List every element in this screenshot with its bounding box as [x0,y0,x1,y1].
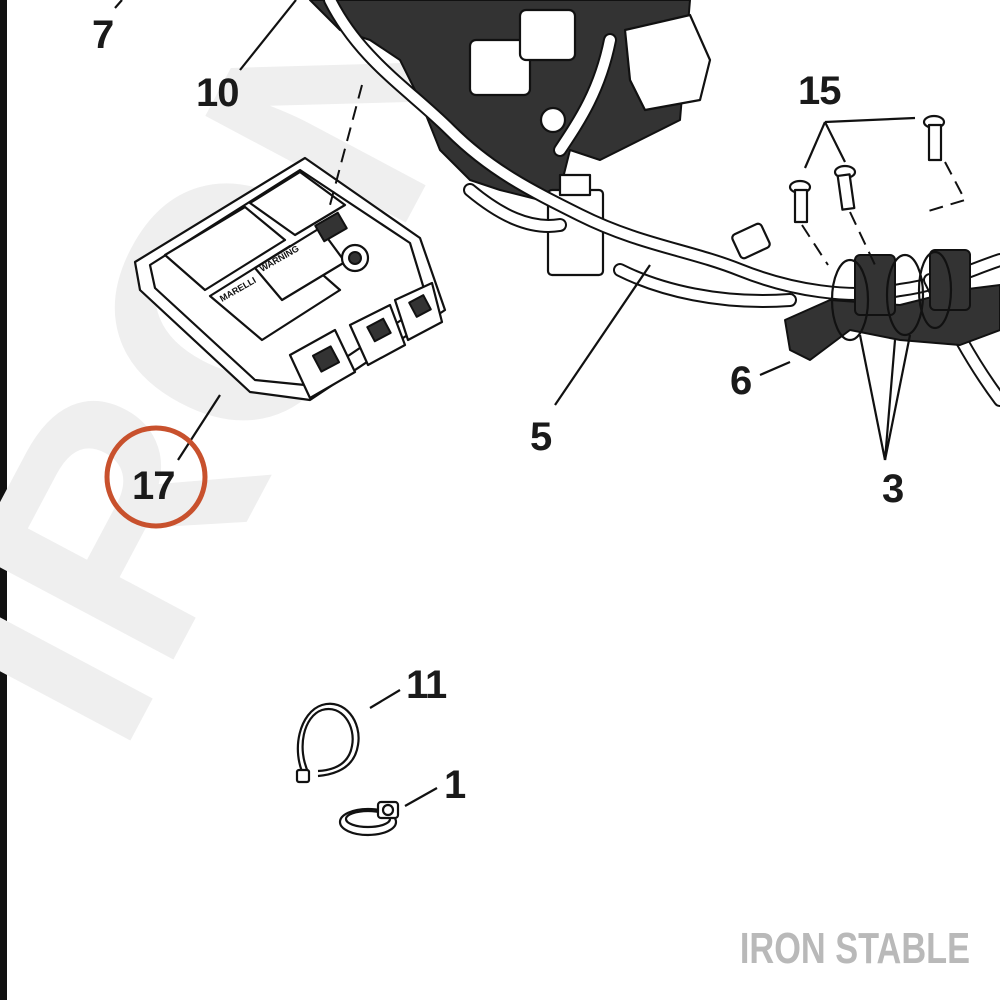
screws-15 [788,114,967,266]
grommet [539,106,567,134]
ecm-module: WARNING MARELLI [133,84,447,402]
left-border-bar [0,0,7,1000]
connector-body [854,254,896,316]
cable-ties-3 [830,250,953,342]
callout-labels: 7 10 15 6 5 3 17 11 1 [92,13,904,807]
fuse-box [623,13,712,112]
connector-cap [558,173,592,197]
screw [922,114,946,162]
callout-10: 10 [196,71,239,115]
hose-clamp-1 [338,800,400,837]
callout-3: 3 [882,467,903,511]
upper-bracket-assembly [309,0,712,277]
screw [833,164,857,211]
footer-brand: IRON STABLE [739,924,970,973]
cable-tie-11 [295,702,360,784]
mounting-bracket [309,0,691,201]
pigtail-connector [731,222,771,260]
callout-17: 17 [132,464,175,508]
callout-7: 7 [92,13,113,57]
callout-6: 6 [730,359,751,403]
callout-11: 11 [406,663,447,707]
clamp-screw-housing [376,800,400,820]
highlight-ring [104,425,208,529]
callout-15: 15 [798,69,841,113]
ecm-panel [248,170,347,237]
relay-block [468,38,532,97]
leader-lines [114,0,916,807]
callout-1: 1 [444,763,466,807]
screw [788,179,812,224]
connector-block [518,8,577,62]
tie-head [295,768,311,784]
callout-5: 5 [530,415,552,459]
logo-badge [314,211,348,243]
ecm-panel [163,205,287,292]
